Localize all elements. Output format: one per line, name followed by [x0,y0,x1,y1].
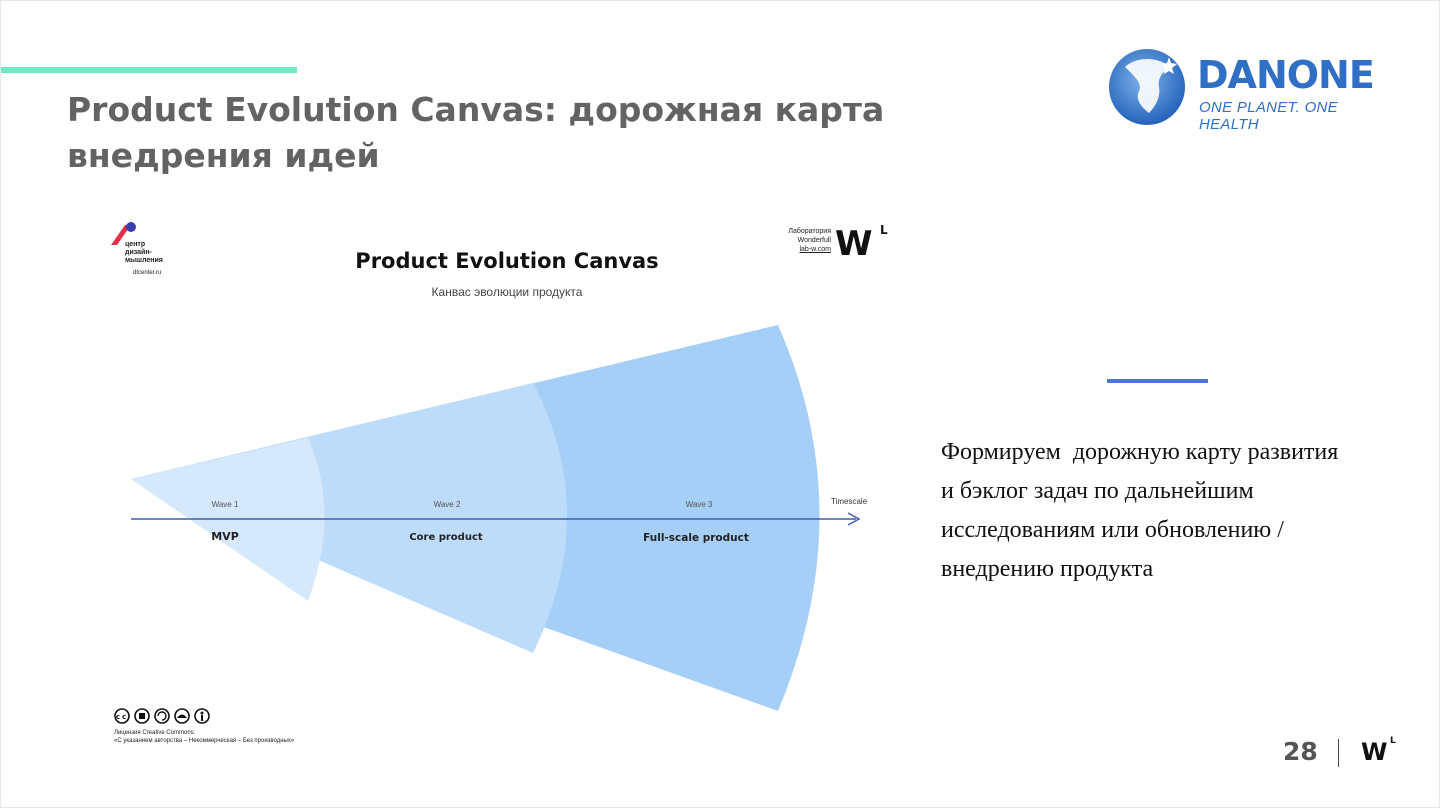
svg-text:cc: cc [116,713,128,721]
wl-mark: W [835,224,873,264]
wave-3-name: Full-scale product [643,532,749,544]
description-line: и бэклог задач по дальнейшим [941,478,1254,504]
wave-1-label: Wave 1 [212,500,239,509]
description-line: Формируем дорожную карту развития [941,439,1339,465]
dt-logo-line: центр [125,241,146,248]
title-line-2: внедрения идей [67,136,380,175]
danone-globe-icon [1109,49,1185,125]
title-line-1: Product Evolution Canvas: дорожная карта [67,90,885,129]
wonderfull-lab-logo: Лаборатория Wonderfull lab-w.com W L [779,223,899,269]
evolution-fan-diagram: Timescale Wave 1 MVP Wave 2 Core product… [131,325,868,711]
wl-line: lab-w.com [799,246,831,253]
wave-2-name: Core product [409,532,483,543]
footer-separator [1338,739,1339,767]
license-line: Лицензия Creative Commons: [114,730,196,736]
description-text: Формируем дорожную карту развития и бэкл… [941,433,1411,589]
cc-license-icons: cc [114,708,210,724]
dt-logo-line: дизайн- [125,249,152,256]
wave-3-label: Wave 3 [686,500,713,509]
wave-2-label: Wave 2 [434,500,461,509]
dt-logo-url: dtcenter.ru [133,270,162,276]
license-text: Лицензия Creative Commons: «С указанием … [114,729,294,745]
product-evolution-canvas-image: Timescale Wave 1 MVP Wave 2 Core product… [101,213,901,761]
timescale-arrow-icon [847,512,861,526]
danone-logo: DANONE ONE PLANET. ONE HEALTH [1105,47,1375,133]
wl-mark-sup: L [880,223,888,237]
wl-line: Лаборатория [788,228,831,235]
dt-center-mark-icon [111,222,136,245]
footer-logo-sup: L [1390,736,1396,746]
dt-center-logo: центр дизайн- мышления dtcenter.ru [109,219,189,276]
footer-logo: W [1361,738,1388,766]
canvas-subtitle: Канвас эволюции продукта [431,285,583,299]
danone-wordmark: DANONE [1197,53,1375,97]
dt-logo-line: мышления [125,257,163,264]
canvas-title: Product Evolution Canvas [355,249,659,273]
page-number: 28 [1283,737,1318,766]
creative-commons-icons: cc [113,707,217,730]
description-line: внедрению продукта [941,556,1154,582]
accent-bar [1,67,297,73]
wl-line: Wonderfull [797,237,831,244]
description-line: исследованиям или обновлению / [941,517,1284,543]
description-divider [1107,379,1208,383]
license-line: «С указанием авторства – Некоммерческая … [114,738,295,744]
wave-1-name: MVP [211,530,239,543]
danone-tagline: ONE PLANET. ONE HEALTH [1199,99,1338,133]
page-title: Product Evolution Canvas: дорожная карта… [67,87,967,179]
timescale-label: Timescale [831,497,868,506]
